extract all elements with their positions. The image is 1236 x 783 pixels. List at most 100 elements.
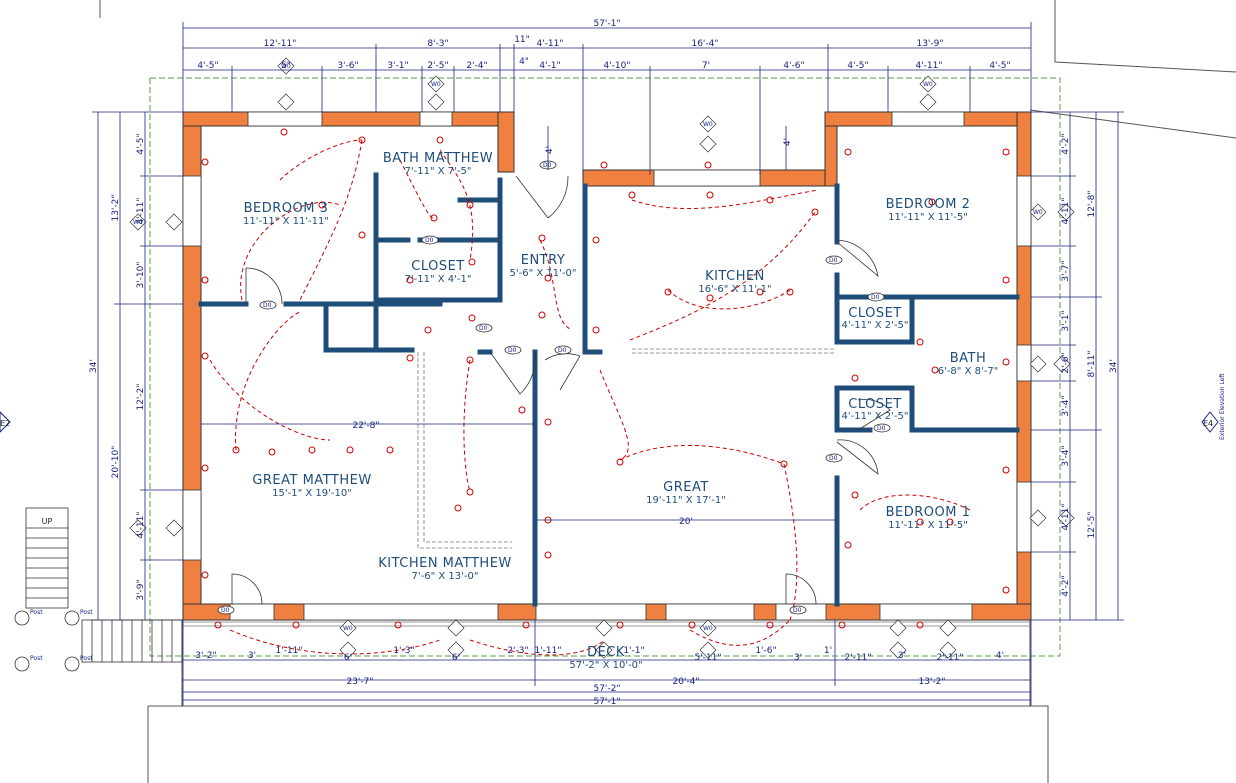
dim-bottom-row1-7: 1'-11" (534, 646, 561, 656)
window-openings (182, 111, 1032, 621)
room-closet1-size: 7'-11" X 4'-1" (405, 274, 472, 285)
dim-right-part-0: 12'-8" (1087, 190, 1097, 217)
dim-top-row1-1: 8'-3" (427, 39, 448, 49)
room-bath-size: 6'-8" X 8'-7" (938, 366, 999, 377)
dim-bottom-row1-0: 3'-2" (195, 651, 216, 661)
roof-outline (149, 77, 1061, 657)
room-great-name: GREAT (663, 480, 709, 495)
dim-top-row2-7: 4'-1" (539, 61, 560, 71)
dim-left-row-0: 4'-5" (136, 133, 146, 154)
tag-window-5: D0 (558, 347, 567, 354)
room-kitchen-size: 16'-6" X 11'-1" (698, 284, 771, 295)
post-label-3: Post (30, 655, 43, 662)
dim-top-row2-1: 5" (281, 61, 291, 71)
dim-bottom-row1-4: 1'-3" (393, 646, 414, 656)
room-kitchen-master-size: 7'-6" X 13'-0" (412, 571, 479, 582)
tag-window-1: D0 (263, 302, 272, 309)
tag-wmark-6: W0 (1033, 209, 1043, 216)
dim-top-row1-4: 16'-4" (691, 39, 718, 49)
tag-window-2: D0 (425, 237, 434, 244)
tag-window-10: D0 (221, 607, 230, 614)
room-entry-name: ENTRY (521, 253, 566, 268)
dim-bottom-row1-14: 3' (898, 651, 906, 661)
tag-window-9: D0 (829, 455, 838, 462)
room-bath-master-name: BATH MATTHEW (383, 151, 493, 166)
dim-left-row-5: 3'-9" (136, 579, 146, 600)
dim-bottom-row2-1: 20'-4" (672, 677, 699, 687)
stair (14, 507, 183, 672)
dim-top-row2-12: 4'-11" (915, 61, 942, 71)
dim-right-row-6: 3'-4" (1061, 445, 1071, 466)
dim-bottom-row2-2: 13'-2" (918, 677, 945, 687)
room-bedroom2-size: 11'-11" X 11'-5" (888, 212, 968, 223)
dim-right-row-5: 3'-4" (1061, 395, 1071, 416)
dim-bottom-row1-15: 2'-11" (936, 653, 963, 663)
room-great-master-name: GREAT MATTHEW (252, 473, 371, 488)
room-bedroom1-name: BEDROOM 1 (886, 505, 971, 520)
dim-bottom-row1-5: 6' (452, 653, 460, 663)
tag-wmark-1: W0 (281, 63, 291, 70)
dim-bottom-row1-13: 2'-11" (844, 653, 871, 663)
room-closet3-name: CLOSET (848, 397, 902, 412)
post-label-4: Post (80, 655, 93, 662)
tag-window-3: D0 (479, 325, 488, 332)
dim-bottom-row1-11: 3' (794, 653, 802, 663)
dim-top-row2-6: 4" (519, 57, 529, 67)
dim-bottom-row1-6: 2'-3" (507, 646, 528, 656)
door-swings (231, 175, 891, 605)
tag-wmark-8: W0 (703, 625, 713, 632)
dim-right-part-1: 12'-5" (1087, 511, 1097, 538)
tag-window-11: D0 (793, 607, 802, 614)
tag-window-8: D0 (877, 425, 886, 432)
dim-top-row2-8: 4'-10" (603, 61, 630, 71)
dim-bottom-row1-3: 6' (344, 653, 352, 663)
exterior-walls (182, 111, 1032, 621)
room-kitchen-master-name: KITCHEN MATTHEW (378, 556, 512, 571)
dim-left-row-3: 12'-2" (136, 383, 146, 410)
dim-right-row-3: 3'-1" (1061, 310, 1071, 331)
dim-top-row1-0: 12'-11" (264, 39, 297, 49)
dim-top-row2-10: 4'-6" (783, 61, 804, 71)
dim-bottom-row1-1: 3' (248, 651, 256, 661)
dim-top-row2-4: 2'-5" (427, 61, 448, 71)
dim-top-row2-9: 7' (702, 61, 710, 71)
dim-top-overall: 57'-1" (593, 19, 620, 29)
dim-bottom-row1-12: 1' (824, 646, 832, 656)
post-label-2: Post (80, 609, 93, 616)
dim-bottom-row2-0: 23'-7" (346, 677, 373, 687)
dim-right-row-0: 4'-2" (1061, 133, 1071, 154)
dim-bottom-overall2: 57'-1" (593, 697, 620, 707)
dim-left-row-1: 4'-11" (136, 197, 146, 224)
post-label-1: Post (30, 609, 43, 616)
room-great-size: 19'-11" X 17'-1" (646, 495, 726, 506)
room-closet1-name: CLOSET (411, 259, 465, 274)
room-deck-size: 57'-2" X 10'-0" (569, 660, 642, 671)
dimension-lines (92, 22, 1124, 706)
room-bath-master-size: 7'-11" X 7'-5" (405, 166, 472, 177)
dim-bottom-row1-2: 1'-11" (275, 646, 302, 656)
dim-left-row-4: 4'-11" (136, 511, 146, 538)
room-bedroom1-size: 11'-11" X 11'-5" (888, 520, 968, 531)
dim-top-row2-5: 2'-4" (466, 61, 487, 71)
room-closet2-name: CLOSET (848, 306, 902, 321)
elev-right-sub: Exterior Elevation Left (1219, 373, 1226, 440)
dim-interior-horiz-1: 22'-8" (352, 421, 379, 431)
tag-wmark-7: W0 (343, 625, 353, 632)
dim-left-part-1: 20'-10" (111, 446, 121, 479)
tag-window-12: D0 (543, 162, 552, 169)
dim-bottom-row1-8: 1'-1" (623, 646, 644, 656)
dim-right-row-1: 4'-11" (1061, 197, 1071, 224)
electrical-circuits (209, 139, 971, 656)
dim-right-row-8: 4'-2" (1061, 575, 1071, 596)
dim-top-row2-11: 4'-5" (847, 61, 868, 71)
room-closet2-size: 4'-11" X 2'-5" (842, 320, 909, 331)
elev-right-label: E4 (1203, 419, 1213, 428)
dim-left-row-2: 3'-10" (136, 261, 146, 288)
dim-bottom-row1-10: 1'-6" (755, 646, 776, 656)
interior-walls (198, 172, 1020, 607)
dim-right-mid: 8'-11" (1087, 350, 1097, 377)
tag-window-6: D0 (829, 257, 838, 264)
elev-left-label: E2 (0, 419, 10, 428)
room-bath-name: BATH (950, 351, 987, 366)
